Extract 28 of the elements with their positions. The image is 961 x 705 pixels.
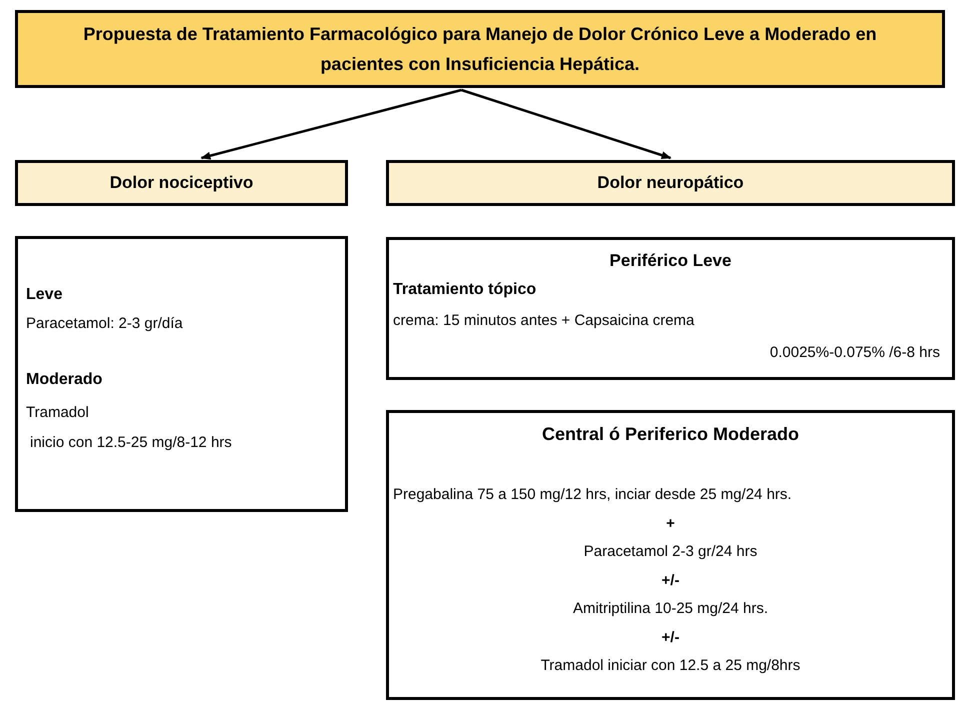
- dose-text: Tramadol iniciar con 12.5 a 25 mg/8hrs: [540, 656, 802, 676]
- combination-operator: +: [665, 514, 676, 534]
- section-heading: Periférico Leve: [608, 250, 732, 272]
- dose-text: Paracetamol: 2-3 gr/día: [26, 314, 184, 334]
- combination-operator: +/-: [660, 570, 680, 590]
- category-box: [386, 160, 955, 206]
- dose-text: inicio con 12.5-25 mg/8-12 hrs: [29, 433, 233, 453]
- treatment-box: [15, 236, 348, 512]
- dose-text: Amitriptilina 10-25 mg/24 hrs.: [572, 599, 770, 619]
- subheading: Tratamiento tópico: [393, 280, 538, 300]
- section-heading: Central ó Periferico Moderado: [540, 423, 800, 446]
- category-label: Dolor neuropático: [597, 172, 744, 194]
- arrow: [200, 88, 462, 160]
- title-box: [15, 10, 945, 88]
- title-text: Propuesta de Tratamiento Farmacológico para Manejo de Dolor Crónico Leve a Moderado en pacientes con Insuficiencia Hepática.: [82, 23, 878, 76]
- treatment-box: [386, 410, 955, 700]
- category-box: [15, 160, 348, 206]
- dose-text: 0.0025%-0.075% /6-8 hrs: [768, 343, 941, 363]
- dose-text: Paracetamol 2-3 gr/24 hrs: [582, 542, 758, 562]
- drug-name: Tramadol: [26, 402, 90, 422]
- severity-heading: Leve: [26, 285, 64, 305]
- dose-text: crema: 15 minutos antes + Capsaicina crema: [393, 310, 696, 330]
- arrow: [461, 88, 672, 160]
- treatment-box: [386, 237, 955, 380]
- severity-heading: Moderado: [26, 370, 104, 390]
- dose-text: Pregabalina 75 a 150 mg/12 hrs, inciar desde 25 mg/24 hrs.: [393, 485, 793, 505]
- combination-operator: +/-: [660, 628, 680, 648]
- category-label: Dolor nociceptivo: [110, 172, 254, 194]
